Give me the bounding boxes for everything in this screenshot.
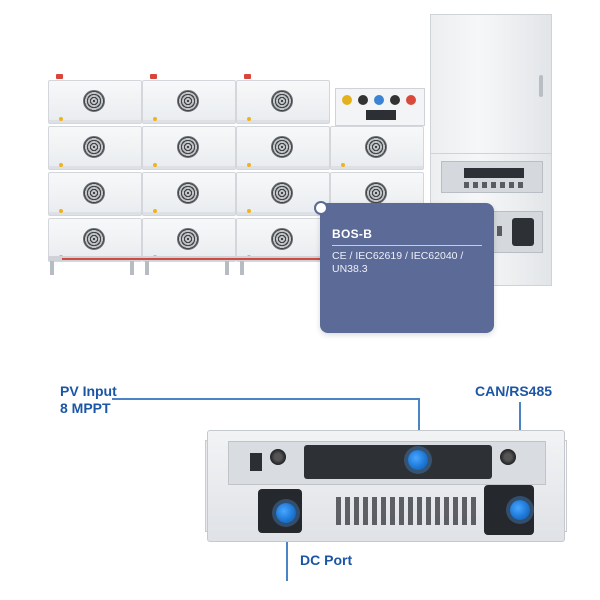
vent-grille [336, 497, 476, 525]
battery-system-illustration: BOS-B CE / IEC62619 / IEC62040 / UN38.3 [48, 14, 552, 333]
status-led [247, 117, 251, 121]
support-foot [130, 261, 134, 275]
status-led [153, 117, 157, 121]
status-led [153, 163, 157, 167]
spec-card: BOS-B CE / IEC62619 / IEC62040 / UN38.3 [316, 203, 494, 333]
terminal-cap [150, 74, 157, 79]
junction-box [335, 88, 425, 126]
status-led [341, 163, 345, 167]
status-led [59, 117, 63, 121]
battery-module [142, 172, 236, 216]
fan-icon [271, 136, 293, 158]
battery-module [48, 218, 142, 262]
support-foot [225, 261, 229, 275]
card-divider [332, 245, 482, 246]
status-led [59, 163, 63, 167]
fan-icon [83, 90, 105, 112]
battery-module [236, 218, 330, 262]
terminal-cap [244, 74, 251, 79]
battery-module [48, 126, 142, 170]
inverter-front-panel [207, 430, 565, 542]
fan-icon [83, 136, 105, 158]
dc-port-label: DC Port [300, 552, 353, 568]
certifications-text: CE / IEC62619 / IEC62040 / UN38.3 [332, 250, 464, 275]
battery-module [142, 80, 236, 124]
pv-connector-bar [304, 445, 492, 479]
battery-module [142, 218, 236, 262]
support-foot [50, 261, 54, 275]
status-led [247, 209, 251, 213]
card-indicator-dot [316, 203, 326, 213]
support-foot [240, 261, 244, 275]
status-led [59, 209, 63, 213]
fan-icon [271, 90, 293, 112]
red-cable [62, 258, 432, 260]
battery-module [142, 126, 236, 170]
fan-icon [271, 228, 293, 250]
model-name: BOS-B [332, 227, 373, 241]
pv-input-line1: PV Input [60, 383, 117, 399]
battery-module [48, 172, 142, 216]
fan-icon [177, 90, 199, 112]
support-foot [145, 261, 149, 275]
knob-icon [270, 449, 286, 465]
fan-icon [365, 136, 387, 158]
battery-module [330, 126, 424, 170]
battery-module [236, 172, 330, 216]
fan-icon [177, 182, 199, 204]
port-highlight-icon [276, 503, 296, 523]
port-highlight-icon [408, 450, 428, 470]
pv-input-line2: 8 MPPT [60, 400, 111, 416]
terminal-cap [56, 74, 63, 79]
port-highlight-icon [510, 500, 530, 520]
dc-leader-vertical [286, 513, 288, 581]
pv-leader-vertical [418, 398, 420, 456]
status-led [247, 163, 251, 167]
fan-icon [83, 228, 105, 250]
switch-block [250, 453, 262, 471]
fan-icon [83, 182, 105, 204]
fan-icon [177, 228, 199, 250]
battery-module [236, 80, 330, 124]
fan-icon [365, 182, 387, 204]
can-rs485-label: CAN/RS485 [475, 383, 553, 399]
pv-leader-horizontal [112, 398, 418, 400]
status-led [153, 209, 157, 213]
fan-icon [177, 136, 199, 158]
fan-icon [271, 182, 293, 204]
battery-module [48, 80, 142, 124]
battery-module [236, 126, 330, 170]
knob-icon [500, 449, 516, 465]
pv-input-label: PV Input 8 MPPT [60, 383, 117, 417]
